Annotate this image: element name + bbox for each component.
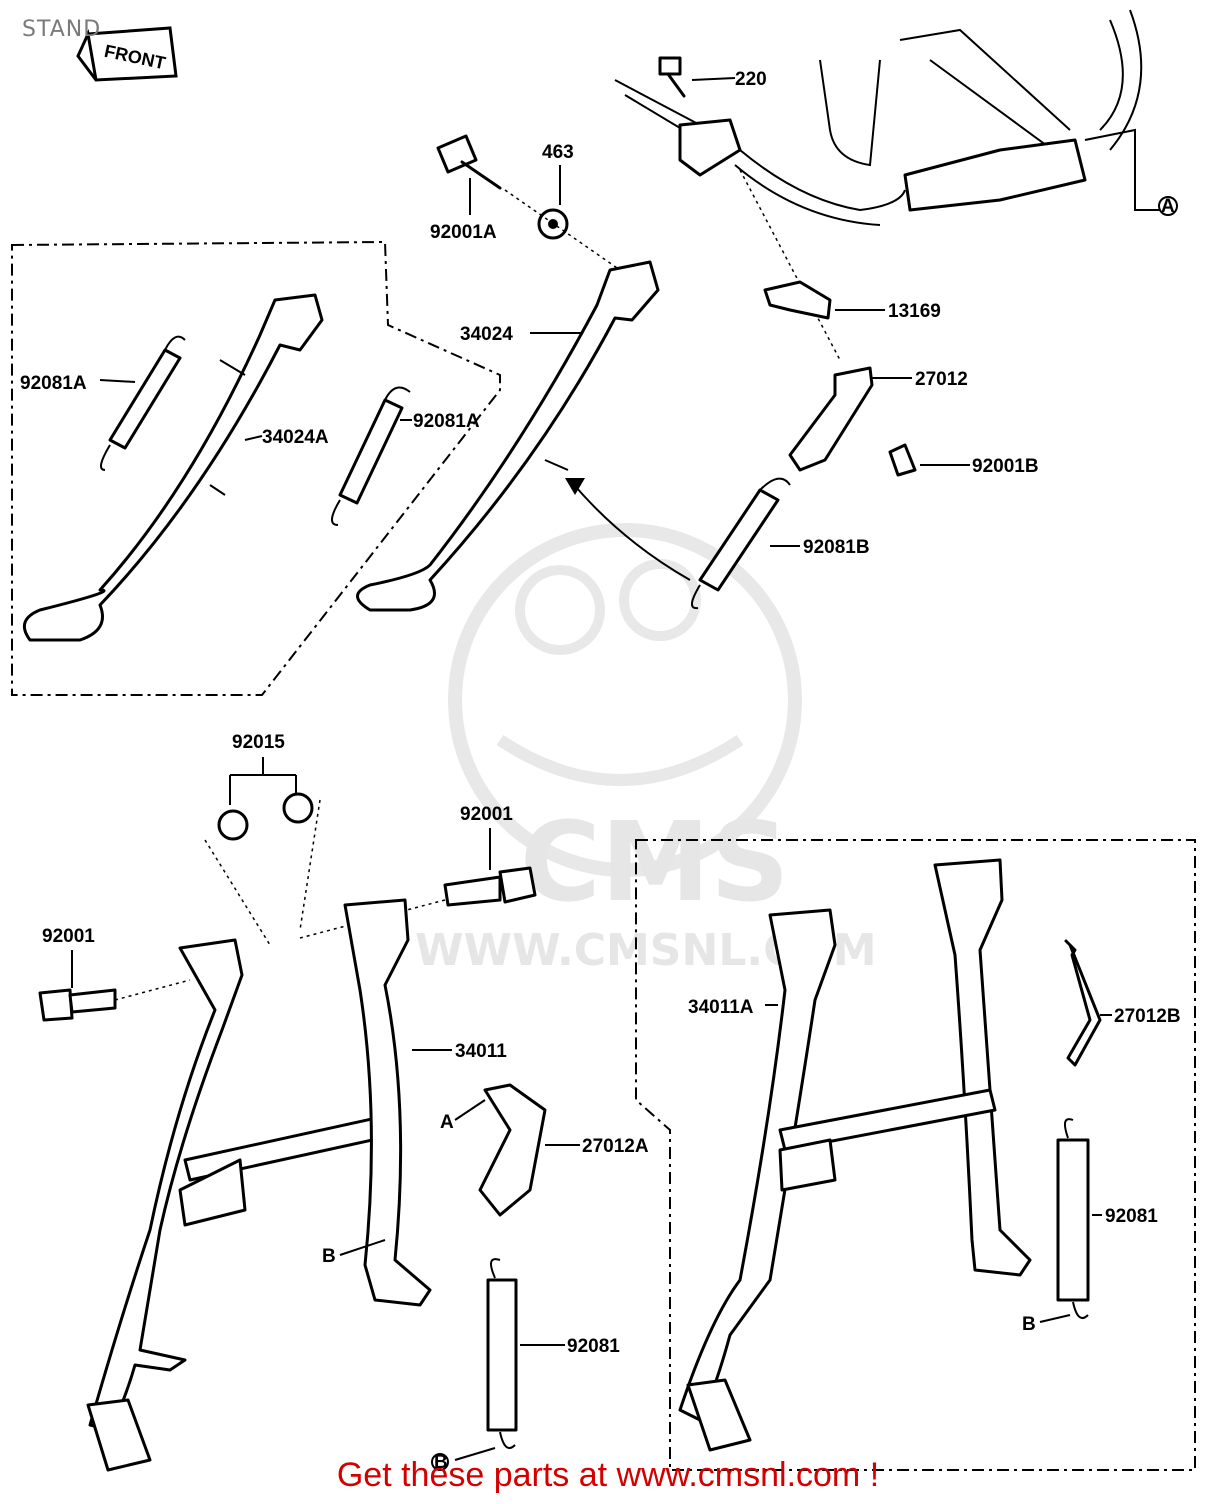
label-B-right: B	[1022, 1314, 1036, 1335]
page-title: STAND	[22, 17, 102, 42]
nuts-92015: 92015	[204, 732, 321, 946]
rod-27012B: 27012B	[1064, 939, 1181, 1067]
label-A-mid: A	[440, 1112, 454, 1133]
label-34024A: 34024A	[262, 427, 329, 448]
label-27012B: 27012B	[1114, 1006, 1181, 1027]
frame-section: A	[614, 9, 1178, 361]
spring-92081A-right: 92081A	[331, 386, 480, 526]
spring-92081-right: 92081 B	[1022, 1118, 1158, 1335]
label-92081A-left: 92081A	[20, 373, 87, 394]
label-92001B: 92001B	[972, 456, 1039, 477]
spring-92081-mid: 92081 B	[431, 1258, 620, 1473]
front-direction-arrow: FRONT	[76, 26, 178, 82]
spring-92081B: 92081B	[565, 477, 870, 610]
bolt-220: 220	[658, 56, 767, 98]
label-A-top: A	[1161, 196, 1175, 217]
label-92081B: 92081B	[803, 537, 870, 558]
bolt-92001-mid: 92001	[299, 804, 537, 939]
label-92015: 92015	[232, 732, 285, 753]
washer-463: 463	[504, 142, 621, 271]
label-B-mid: B	[322, 1246, 336, 1267]
variant-box-side-stand	[11, 240, 501, 696]
spring-92081A-left: 92081A	[20, 335, 186, 471]
label-92001-mid: 92001	[460, 804, 513, 825]
label-B-bottom: B	[434, 1452, 448, 1473]
label-27012A: 27012A	[582, 1136, 649, 1157]
label-27012: 27012	[915, 369, 968, 390]
bracket-13169: 13169	[763, 280, 941, 322]
label-92081-mid: 92081	[567, 1336, 620, 1357]
label-34024: 34024	[460, 324, 513, 345]
side-stand-34024: 34024	[356, 260, 660, 612]
plate-27012: 27012	[788, 366, 968, 472]
watermark-brand: CMS	[520, 798, 789, 926]
label-34011A: 34011A	[688, 997, 754, 1018]
label-92001-left: 92001	[42, 926, 95, 947]
label-92081A-right: 92081A	[413, 411, 480, 432]
label-34011: 34011	[455, 1041, 507, 1062]
label-220: 220	[735, 69, 767, 90]
bracket-27012A: 27012A A	[440, 1083, 649, 1217]
footer-link-text[interactable]: Get these parts at www.cmsnl.com !	[336, 1456, 880, 1494]
label-92001A: 92001A	[430, 222, 497, 243]
label-13169: 13169	[888, 301, 941, 322]
bolt-92001B: 92001B	[888, 443, 1039, 477]
ref-B-mid: B	[322, 1239, 386, 1267]
label-92081-right: 92081	[1105, 1206, 1158, 1227]
bolt-92001A: 92001A	[430, 134, 502, 243]
variant-box-center-stand	[635, 839, 1196, 1471]
side-stand-34024A: 34024A	[22, 293, 329, 642]
center-stand-34011A: 34011A	[678, 858, 1032, 1452]
bolt-92001-left: 92001	[38, 926, 191, 1022]
label-463: 463	[542, 142, 574, 163]
cms-watermark-logo: CMS WWW.CMSNL.COM	[415, 523, 877, 976]
center-stand-34011: 34011	[86, 898, 507, 1472]
